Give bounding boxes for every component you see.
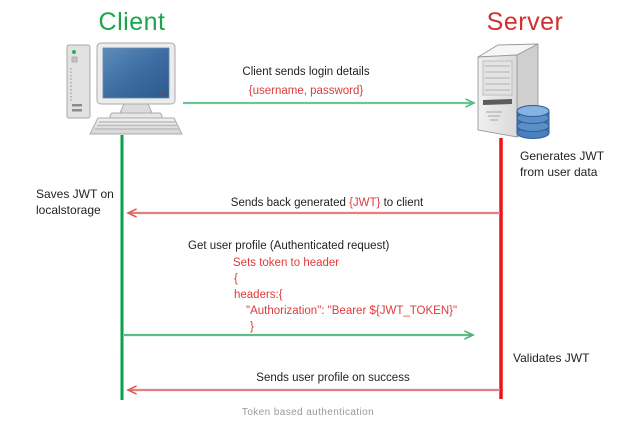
authenticated-request-arrow <box>124 330 475 340</box>
jwt-response-label-suffix: to client <box>380 197 424 209</box>
jwt-response-label: Sends back generated {JWT} to client <box>231 196 423 210</box>
saves-jwt-note-line1: Saves JWT on <box>36 187 114 201</box>
saves-jwt-note-line2: localstorage <box>36 203 101 217</box>
generates-jwt-note-line2: from user data <box>520 165 598 179</box>
database-icon <box>516 105 550 139</box>
jwt-response-arrow <box>126 208 500 218</box>
server-body <box>477 43 539 138</box>
authenticated-request-label: Get user profile (Authenticated request) <box>188 240 390 252</box>
code-line-authorization: "Authorization": "Bearer ${JWT_TOKEN}" <box>246 305 458 317</box>
login-payload-label: {username, password} <box>248 85 364 97</box>
server-title: Server <box>486 8 564 36</box>
code-line-close-brace: } <box>250 321 254 333</box>
code-line-set-token: Sets token to header <box>233 257 340 269</box>
generates-jwt-note: Generates JWT from user data <box>520 148 604 180</box>
code-line-open-brace: { <box>234 273 238 285</box>
computer-tower <box>66 44 91 119</box>
profile-response-label: Sends user profile on success <box>256 372 410 384</box>
computer-monitor <box>96 42 176 120</box>
jwt-response-label-prefix: Sends back generated <box>230 197 350 209</box>
generates-jwt-note-line1: Generates JWT <box>520 149 605 163</box>
server-tower-icon <box>477 43 550 139</box>
client-title: Client <box>98 8 166 36</box>
diagram-caption: Token based authentication <box>241 407 375 418</box>
profile-response-arrow <box>126 385 500 395</box>
computer-keyboard <box>89 117 183 135</box>
validates-jwt-note: Validates JWT <box>513 351 590 365</box>
login-request-arrow <box>183 98 476 108</box>
desktop-computer-icon <box>66 42 183 135</box>
saves-jwt-note: Saves JWT on localstorage <box>36 186 114 218</box>
code-line-headers: headers:{ <box>234 289 283 301</box>
login-request-label: Client sends login details <box>242 66 370 78</box>
jwt-response-label-highlight: {JWT} <box>349 197 381 209</box>
